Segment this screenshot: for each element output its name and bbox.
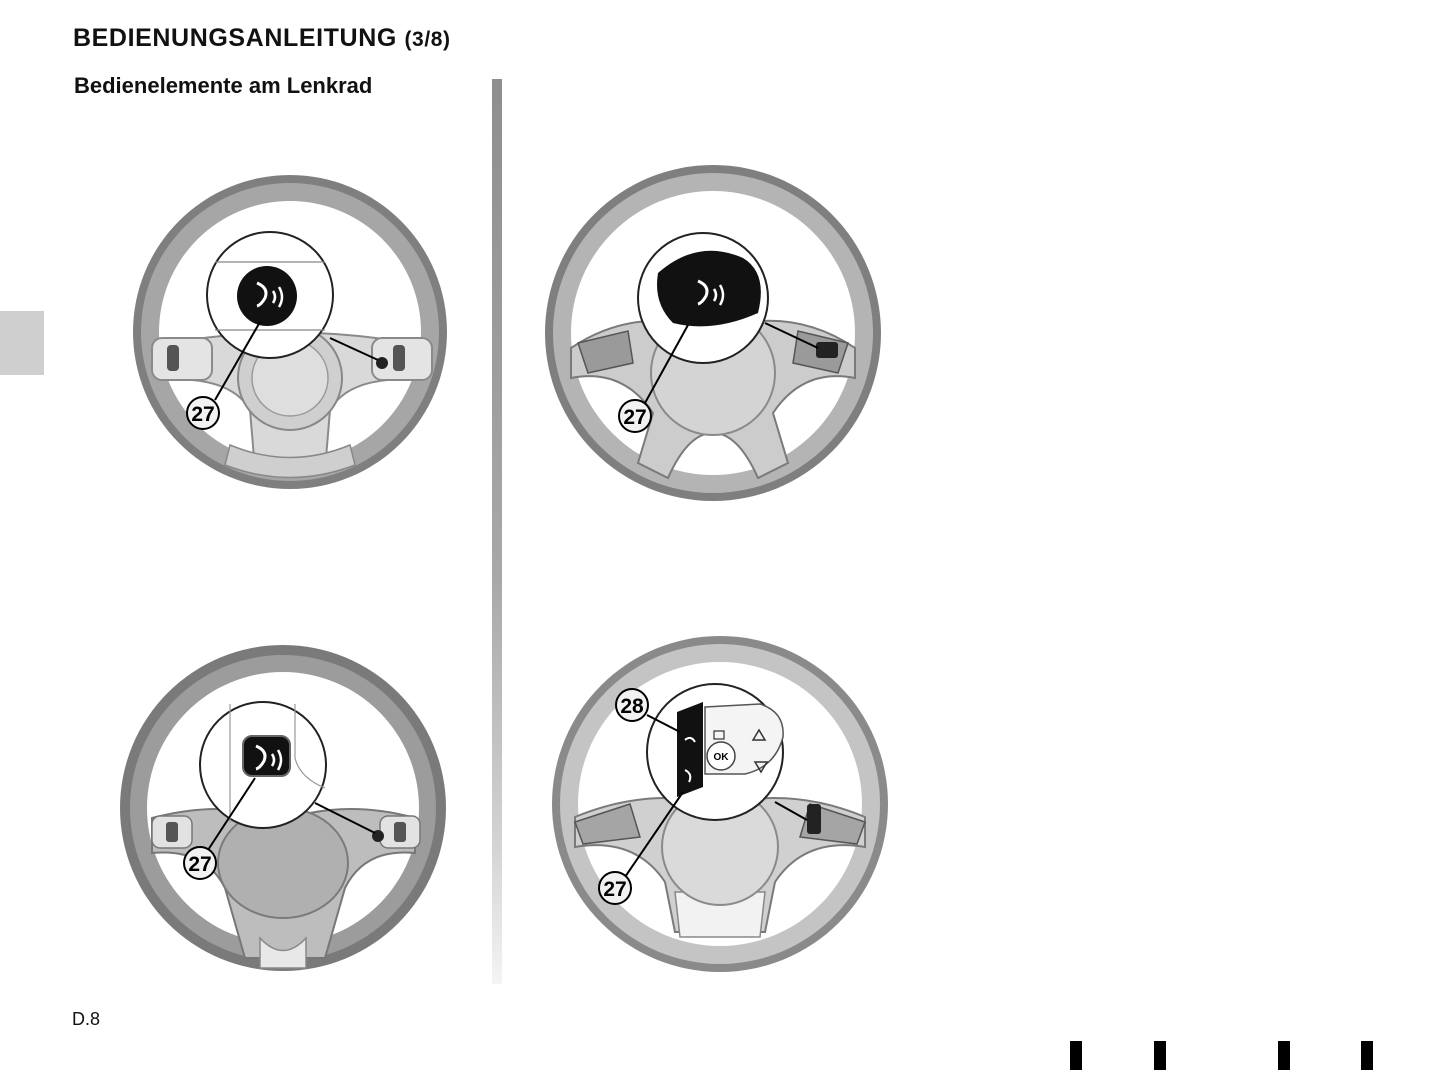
- callout-circle: [183, 846, 217, 880]
- steering-wheel-figure-3: 27: [110, 638, 460, 978]
- steering-wheel-illustration: 27: [133, 175, 447, 489]
- print-marker: [1278, 1041, 1290, 1070]
- callout-circle: [598, 871, 632, 905]
- steering-wheel-illustration: 27: [120, 645, 446, 971]
- page-title-text: BEDIENUNGSANLEITUNG: [73, 24, 397, 52]
- callout-label: 27: [188, 853, 211, 876]
- section-title: Bedienelemente am Lenkrad: [74, 73, 373, 98]
- callout-label: 27: [623, 406, 646, 429]
- callout-circle: [618, 399, 652, 433]
- steering-wheel-figure-2: 27: [533, 163, 893, 508]
- print-marker: [1070, 1041, 1082, 1070]
- page-part-indicator: (3/8): [404, 28, 451, 51]
- callout-circle: [615, 688, 649, 722]
- steering-wheel-illustration: OK 28 27: [552, 636, 888, 972]
- ok-button-label: OK: [714, 752, 730, 763]
- steering-wheel-figure-1: 27: [120, 170, 460, 500]
- callout-label: 27: [191, 403, 214, 426]
- print-marker: [1361, 1041, 1373, 1070]
- page-number: D.8: [72, 1009, 101, 1029]
- callout-label: 28: [620, 695, 644, 718]
- print-marker: [1154, 1041, 1166, 1070]
- callout-label: 27: [603, 878, 626, 901]
- steering-wheel-figure-4: OK 28 27: [545, 632, 895, 977]
- chapter-tab: [0, 311, 44, 375]
- column-divider: [492, 79, 502, 984]
- page-title: BEDIENUNGSANLEITUNG (3/8): [73, 24, 451, 53]
- steering-wheel-illustration: 27: [545, 165, 881, 501]
- callout-circle: [186, 396, 220, 430]
